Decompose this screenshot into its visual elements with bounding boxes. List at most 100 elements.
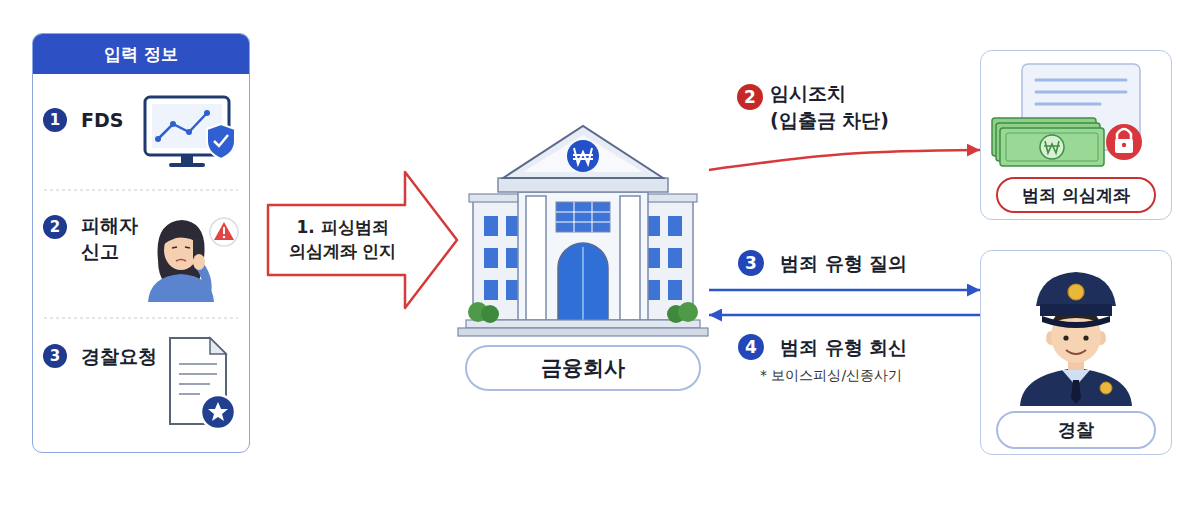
footnote: * 보이스피싱/신종사기 <box>760 367 902 385</box>
hand <box>193 254 205 270</box>
edge-label: 1. 피싱범죄 의심계좌 인지 <box>273 216 413 264</box>
node-label: 범죄 의심계좌 <box>996 177 1156 213</box>
mouth <box>176 260 186 262</box>
lock-body <box>1115 139 1133 153</box>
keyhole <box>1122 143 1126 147</box>
banknote-border <box>1006 133 1098 161</box>
monitor-stand <box>181 155 193 164</box>
alert-bubble <box>210 218 238 246</box>
window <box>484 280 498 300</box>
step-number: 2 <box>737 84 763 110</box>
chart-dot <box>186 129 192 135</box>
police-officer <box>1020 272 1132 406</box>
separator-line <box>44 318 238 319</box>
warning-dot <box>223 236 226 239</box>
document-fold <box>210 338 226 354</box>
bush <box>678 302 698 322</box>
lock-badge <box>1106 124 1142 160</box>
document-lines <box>179 364 217 394</box>
won-emblem <box>1040 135 1064 159</box>
door-split <box>582 247 584 320</box>
request-document <box>170 338 235 429</box>
eyes <box>172 247 190 248</box>
pediment-inner <box>523 135 643 172</box>
uniform <box>1020 368 1132 406</box>
warning-triangle <box>214 222 234 240</box>
input-item: FDS <box>41 86 243 186</box>
input-label: 피해자 신고 <box>81 213 143 264</box>
cap-crown <box>1036 272 1116 306</box>
window <box>668 248 682 268</box>
won-symbol <box>573 148 593 164</box>
chart-dot <box>204 110 210 116</box>
panel-separators <box>44 190 238 318</box>
cap-band <box>1040 304 1112 316</box>
won-emblem <box>567 140 599 172</box>
step <box>466 320 700 328</box>
cap-badge <box>1068 284 1084 300</box>
hair <box>158 220 205 282</box>
column <box>620 196 640 320</box>
separator-line <box>44 190 238 191</box>
bush <box>481 305 499 323</box>
shield-symbol <box>207 124 235 159</box>
column <box>526 196 546 320</box>
frozen-account-illustration <box>992 64 1142 166</box>
flow-arrow <box>709 150 980 170</box>
flow-arrow <box>709 314 980 317</box>
banknote <box>1000 128 1104 166</box>
eye <box>1063 335 1068 340</box>
step-number: 3 <box>738 250 764 276</box>
police-badge <box>201 395 235 429</box>
callout-number: 1 <box>43 108 67 132</box>
panel-header: 입력 정보 <box>33 34 249 74</box>
bank-center <box>518 192 648 320</box>
warning-bar <box>223 227 225 234</box>
smile <box>1066 350 1086 354</box>
node-label: 금융회사 <box>465 345 701 391</box>
bank-building <box>458 126 708 336</box>
chart-line <box>158 113 207 139</box>
step <box>458 328 708 336</box>
input-label: 경찰요청 <box>81 344 181 370</box>
flow-arrow <box>709 289 980 292</box>
window-grid <box>556 202 610 232</box>
bank-node: 금융회사 <box>457 108 709 393</box>
bank-door <box>558 243 608 320</box>
chart-dot <box>170 121 176 127</box>
node-label: 경찰 <box>996 411 1156 449</box>
window <box>484 248 498 268</box>
monitor-icon <box>145 97 235 167</box>
check-mark <box>214 135 228 146</box>
window <box>668 280 682 300</box>
entablature <box>498 178 668 192</box>
arm <box>200 266 207 296</box>
edge-label: 임시조치 (입출금 차단) <box>770 80 898 133</box>
chart-dot <box>155 136 161 142</box>
account-box: 범죄 의심계좌 <box>980 50 1172 220</box>
callout-number: 3 <box>43 344 67 368</box>
pediment <box>503 126 663 178</box>
eye <box>1083 335 1088 340</box>
input-item: 경찰요청 <box>41 324 243 446</box>
badge-star <box>208 402 228 421</box>
input-item: 피해자 신고 <box>41 194 243 316</box>
lock-shackle <box>1117 129 1131 140</box>
chest-badge <box>1100 382 1112 394</box>
police-box: 경찰 <box>980 250 1172 455</box>
cap-brim <box>1042 316 1110 328</box>
won-symbol <box>1044 141 1060 153</box>
monitor-base <box>169 163 205 167</box>
face <box>1051 309 1101 363</box>
edge-label: 범죄 유형 질의 <box>780 250 950 277</box>
center-window <box>556 202 610 232</box>
card-lines <box>1036 80 1126 104</box>
edge-label: 범죄 유형 회신 <box>780 334 950 361</box>
input-label: FDS <box>81 108 141 134</box>
window <box>484 216 498 236</box>
tie <box>1071 380 1081 404</box>
input-panel: 입력 정보 FDS 피해자 신고경찰요청 <box>32 33 250 453</box>
block-arrow <box>268 172 457 308</box>
